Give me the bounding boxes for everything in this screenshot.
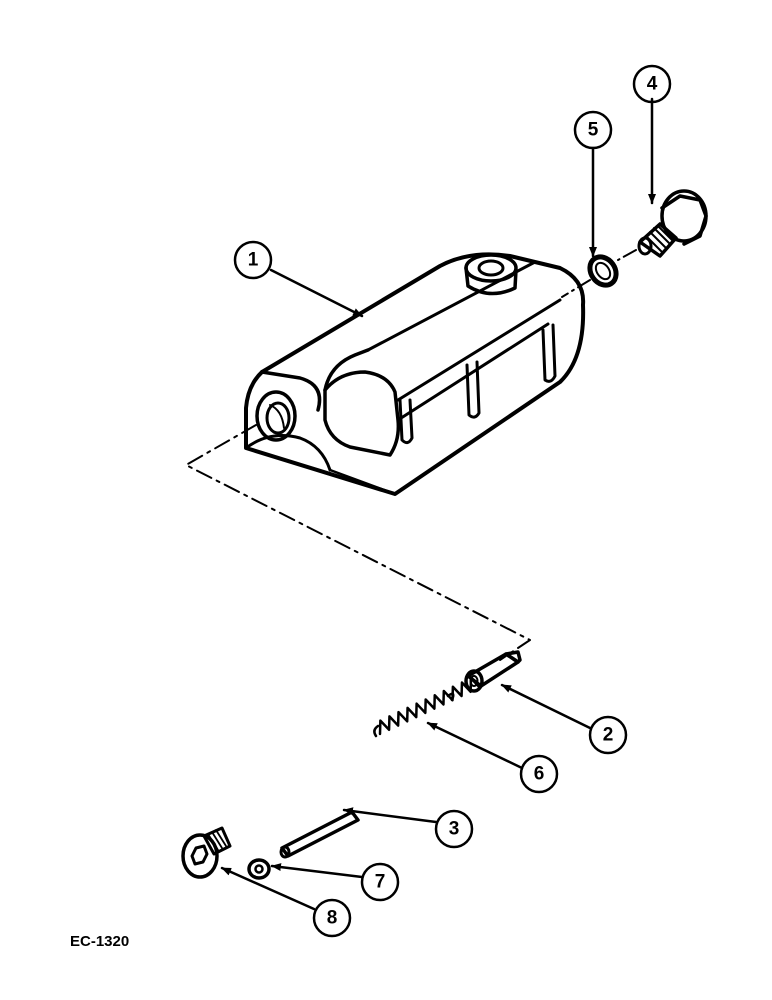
callout-8: 8: [312, 898, 352, 938]
callout-3: 3: [434, 809, 474, 849]
callout-1: 1: [233, 240, 273, 280]
callout-2: 2: [588, 715, 628, 755]
callout-4: 4: [632, 64, 672, 104]
socket-plug-part-8: [181, 826, 232, 879]
callout-8-label: 8: [327, 908, 338, 929]
figure-reference: EC-1320: [70, 933, 129, 950]
pin-part-3: [279, 810, 360, 859]
callout-3-label: 3: [449, 819, 460, 840]
callout-6: 6: [519, 754, 559, 794]
spring-part-6: [373, 677, 481, 738]
plug-part-4: [637, 189, 708, 258]
callout-7: 7: [360, 862, 400, 902]
callout-7-label: 7: [375, 872, 386, 893]
callout-1-label: 1: [248, 250, 259, 271]
o-ring-part-5: [587, 254, 619, 288]
callout-4-label: 4: [647, 74, 658, 95]
leader-arrows: [220, 97, 656, 911]
callout-6-label: 6: [534, 764, 545, 785]
callout-5: 5: [573, 110, 613, 150]
callout-5-label: 5: [588, 120, 599, 141]
valve-body-housing: [244, 252, 586, 496]
poppet-part-2: [464, 650, 522, 693]
callout-2-label: 2: [603, 725, 614, 746]
washer-part-7: [247, 858, 271, 880]
alignment-centerline: [185, 424, 531, 661]
